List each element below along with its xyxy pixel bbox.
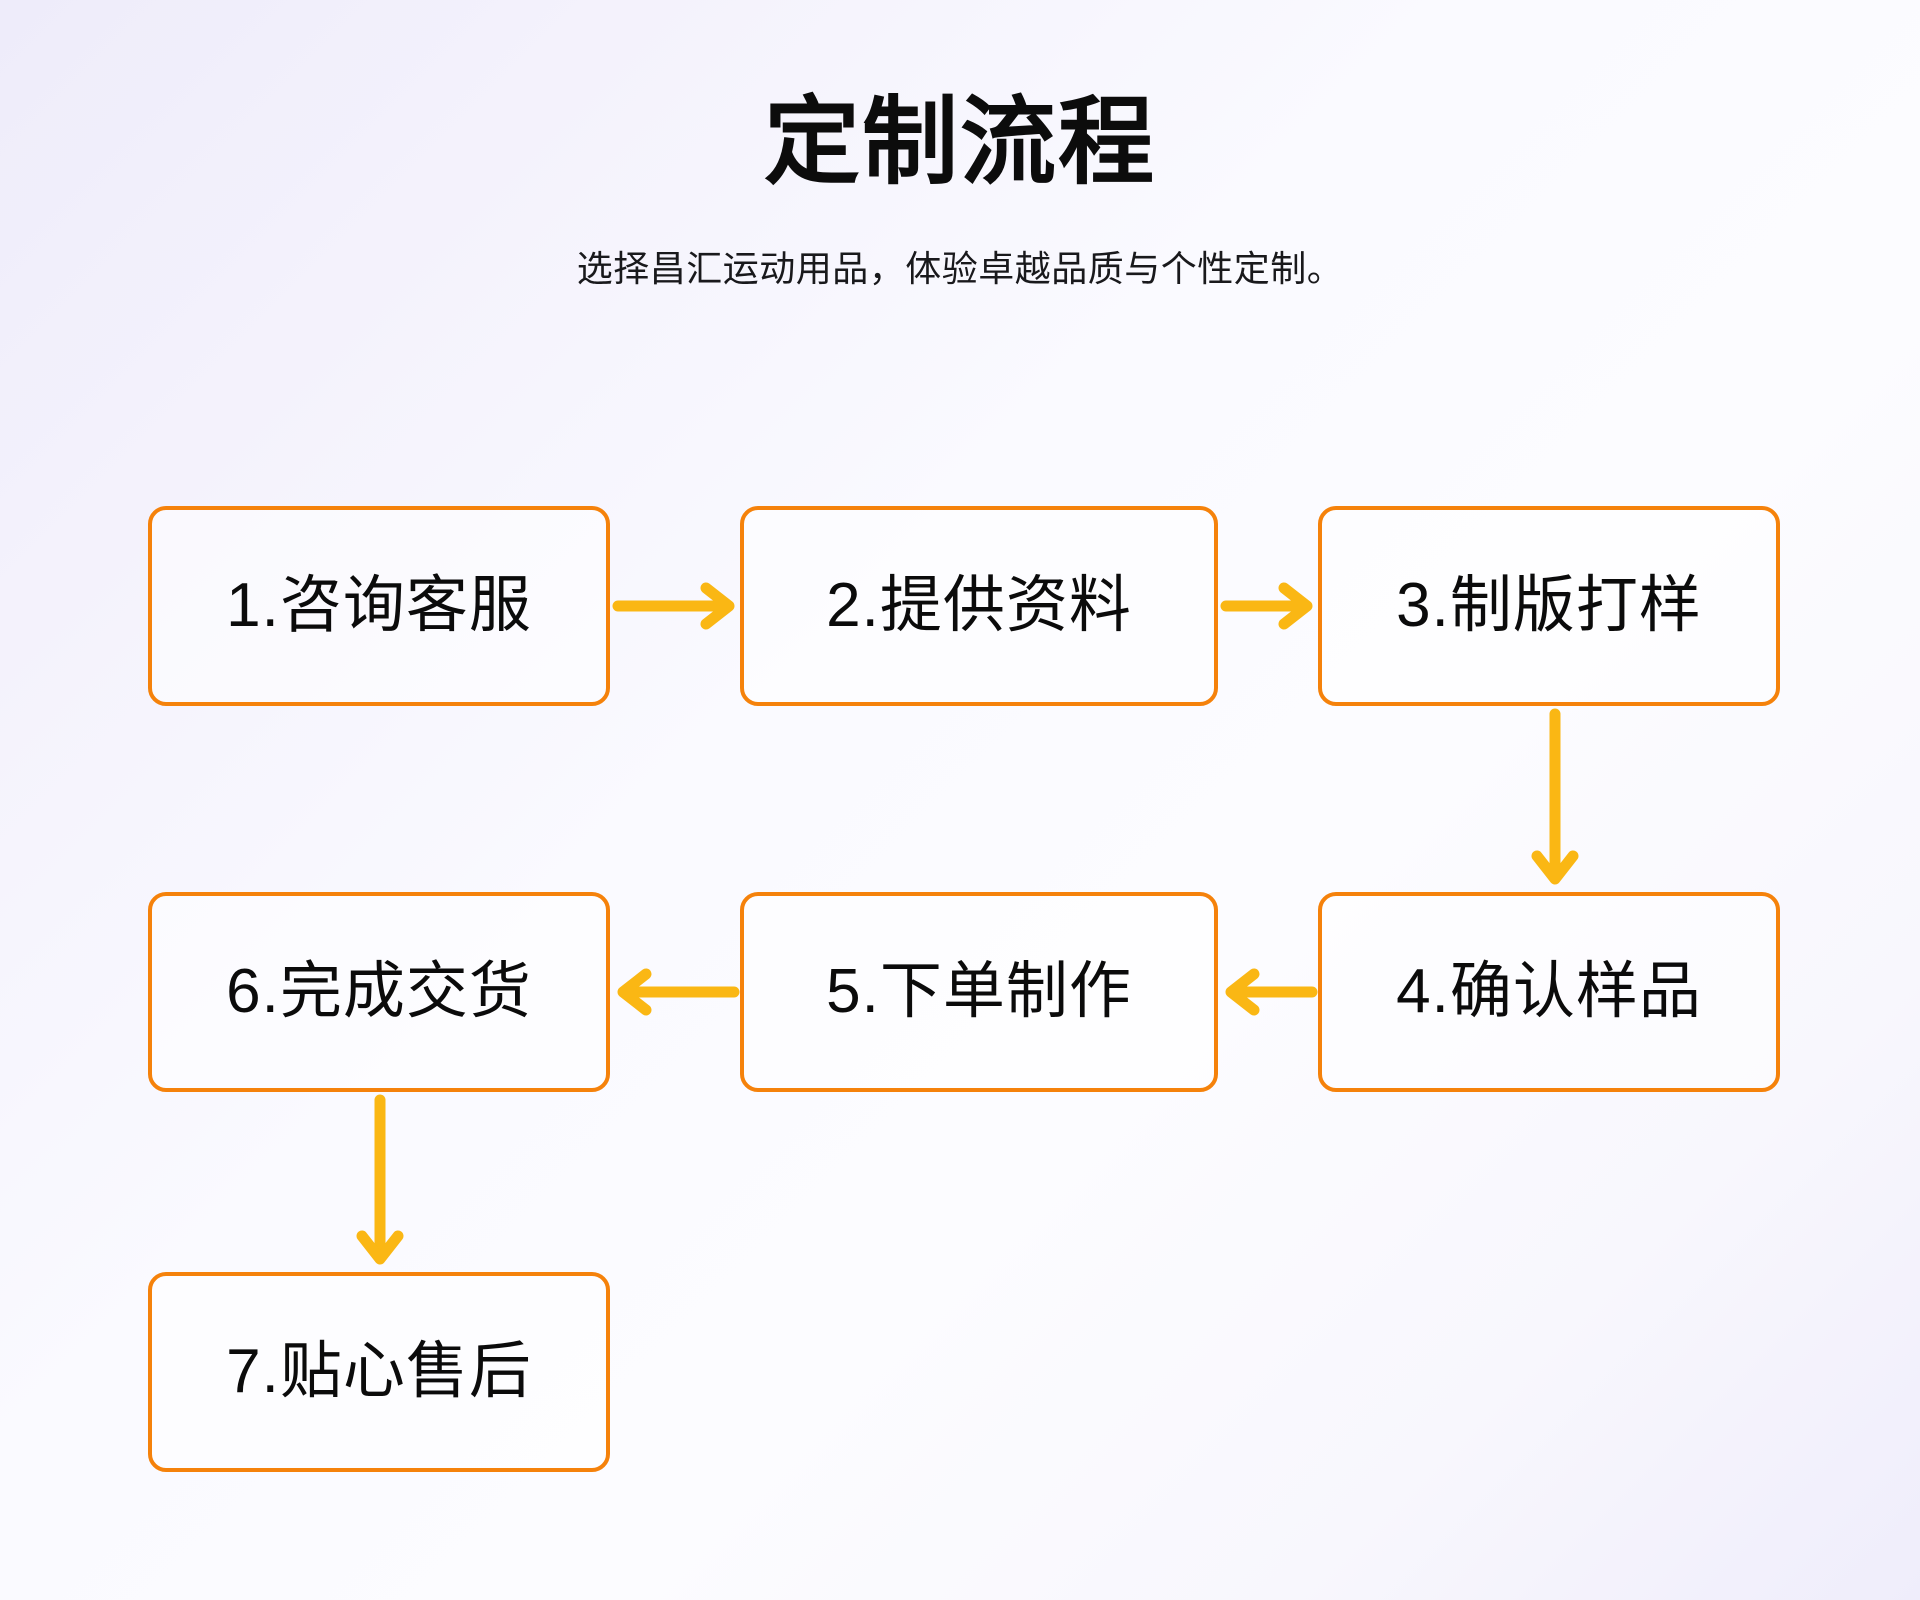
arrow-down-icon bbox=[352, 1094, 408, 1270]
page-title: 定制流程 bbox=[764, 89, 1156, 196]
arrow-right-icon bbox=[1220, 578, 1318, 634]
flow-node-6[interactable]: 6.完成交货 bbox=[148, 892, 610, 1092]
arrow-left-icon bbox=[1220, 964, 1318, 1020]
flow-node-2[interactable]: 2.提供资料 bbox=[740, 506, 1218, 706]
flow-node-1[interactable]: 1.咨询客服 bbox=[148, 506, 610, 706]
arrow-down-icon bbox=[1527, 708, 1583, 890]
flow-node-7[interactable]: 7.贴心售后 bbox=[148, 1272, 610, 1472]
flow-node-3[interactable]: 3.制版打样 bbox=[1318, 506, 1780, 706]
page-header: 定制流程 选择昌汇运动用品，体验卓越品质与个性定制。 bbox=[0, 0, 1920, 292]
arrow-right-icon bbox=[612, 578, 740, 634]
page-subtitle: 选择昌汇运动用品，体验卓越品质与个性定制。 bbox=[576, 248, 1344, 290]
flow-node-4[interactable]: 4.确认样品 bbox=[1318, 892, 1780, 1092]
flow-node-5[interactable]: 5.下单制作 bbox=[740, 892, 1218, 1092]
arrow-left-icon bbox=[612, 964, 740, 1020]
